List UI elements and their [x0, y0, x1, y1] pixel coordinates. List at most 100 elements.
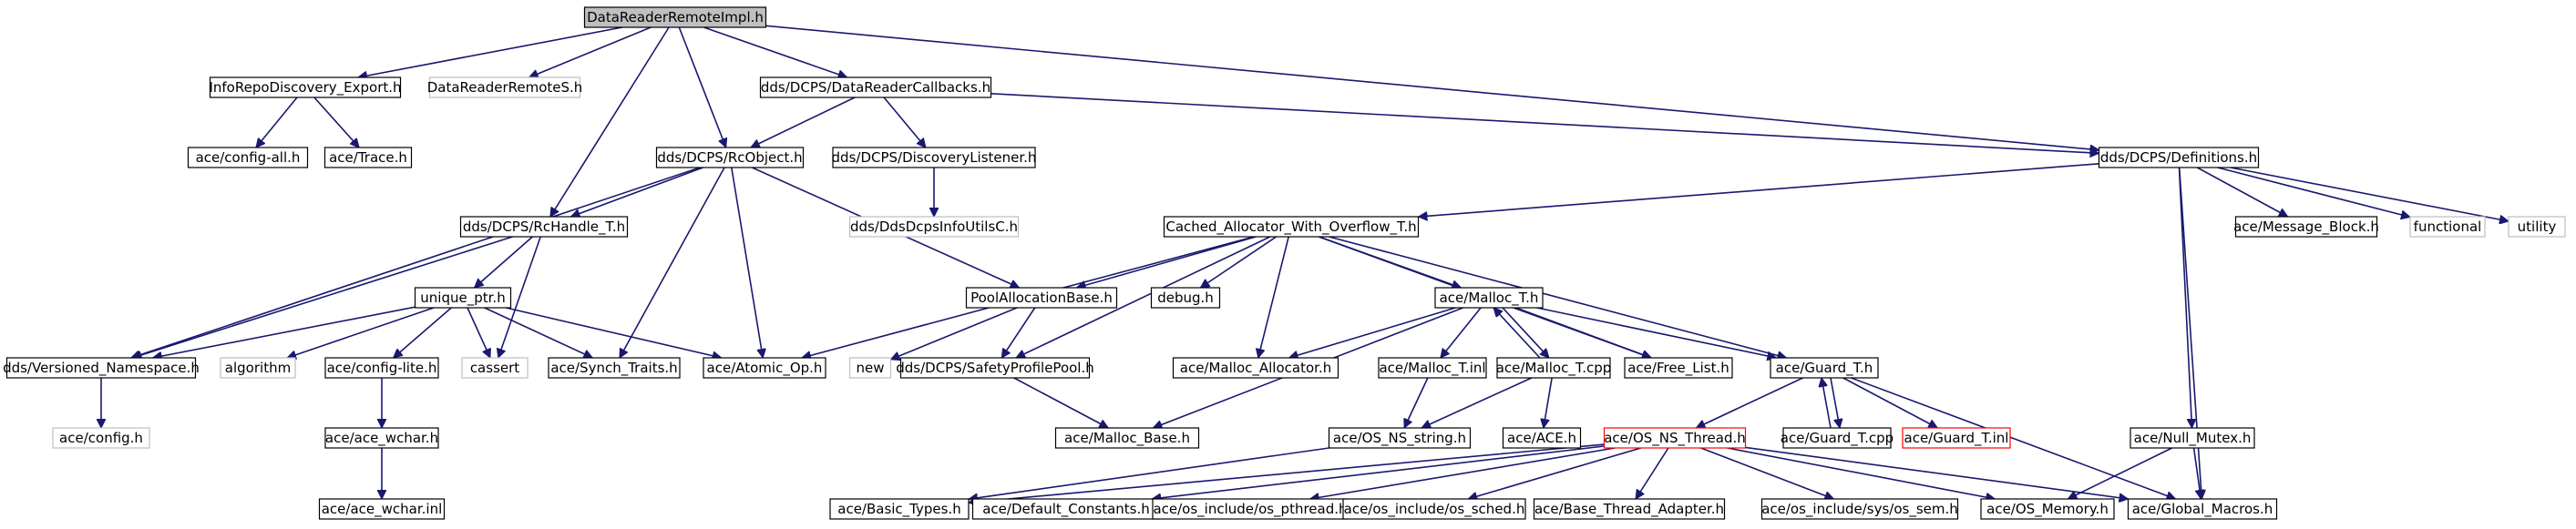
- node-mallocalloc[interactable]: ace/Malloc_Allocator.h: [1172, 357, 1339, 379]
- node-disclist[interactable]: dds/DCPS/DiscoveryListener.h: [832, 147, 1037, 168]
- node-malloctcpp[interactable]: ace/Malloc_T.cpp: [1496, 357, 1612, 379]
- node-box: [1603, 427, 1747, 449]
- node-osnsthread[interactable]: ace/OS_NS_Thread.h: [1603, 427, 1747, 449]
- node-box: [459, 216, 629, 238]
- node-defs[interactable]: dds/DCPS/Definitions.h: [2098, 147, 2260, 168]
- node-cfgall[interactable]: ace/config-all.h: [187, 147, 309, 168]
- node-box: [318, 498, 446, 520]
- edge-nullmutex-to-osmem: [2068, 447, 2172, 500]
- edge-defs-to-cawo: [1419, 163, 2099, 217]
- node-label: dds/DCPS/SafetyProfilePool.h: [896, 360, 1094, 376]
- node-label: ace/Malloc_Allocator.h: [1180, 360, 1331, 377]
- node-box: [829, 498, 970, 520]
- node-root[interactable]: DataReaderRemoteImpl.h: [583, 6, 767, 28]
- node-label: ace/Base_Thread_Adapter.h: [1534, 501, 1724, 518]
- edge-guardt-to-guardtcpp: [1830, 377, 1840, 428]
- node-bta[interactable]: ace/Base_Thread_Adapter.h: [1533, 498, 1726, 520]
- node-box: [1496, 357, 1611, 379]
- node-label: ace/Malloc_T.inl: [1379, 360, 1485, 377]
- node-debug[interactable]: debug.h: [1150, 287, 1221, 309]
- node-box: [1502, 427, 1582, 449]
- node-label: DataReaderRemoteS.h: [427, 79, 583, 96]
- node-label: ace/Free_List.h: [1627, 360, 1729, 377]
- node-synch[interactable]: ace/Synch_Traits.h: [548, 357, 681, 379]
- node-box: [2234, 216, 2378, 238]
- node-box: [209, 76, 402, 98]
- node-drcb[interactable]: dds/DCPS/DataReaderCallbacks.h: [759, 76, 992, 98]
- node-box: [848, 216, 1020, 238]
- node-label: ace/Malloc_T.cpp: [1496, 360, 1612, 377]
- edge-osnsthread-to-ospthread: [1310, 447, 1616, 499]
- node-algorithm: algorithm: [220, 357, 296, 379]
- node-label: ace/os_include/sys/os_sem.h: [1761, 501, 1958, 518]
- node-aceh[interactable]: ace/ACE.h: [1502, 427, 1582, 449]
- node-label: dds/Versioned_Namespace.h: [3, 360, 200, 377]
- edge-uniqptr-to-synch: [484, 307, 593, 358]
- node-label: ace/os_include/os_pthread.h: [1153, 501, 1347, 518]
- node-ospthread[interactable]: ace/os_include/os_pthread.h: [1152, 498, 1349, 520]
- node-mallocbase[interactable]: ace/Malloc_Base.h: [1054, 427, 1200, 449]
- edge-layer: [101, 25, 2509, 503]
- node-label: ace/OS_NS_Thread.h: [1604, 430, 1746, 447]
- node-spp[interactable]: dds/DCPS/SafetyProfilePool.h: [896, 357, 1094, 379]
- node-guardtcpp[interactable]: ace/Guard_T.cpp: [1781, 427, 1894, 449]
- node-uniqptr[interactable]: unique_ptr.h: [414, 287, 512, 309]
- edge-malloctcpp-to-malloct: [1493, 308, 1541, 359]
- edge-rcobj-to-atomic: [731, 167, 763, 358]
- node-nullmutex[interactable]: ace/Null_Mutex.h: [2130, 427, 2255, 449]
- node-label: ace/OS_NS_string.h: [1333, 430, 1466, 447]
- node-label: ace/OS_Memory.h: [1986, 501, 2109, 518]
- node-box: [1150, 287, 1221, 309]
- node-cfglite[interactable]: ace/config-lite.h: [324, 357, 439, 379]
- node-box: [548, 357, 681, 379]
- node-osnsstr[interactable]: ace/OS_NS_string.h: [1328, 427, 1472, 449]
- node-drrs: DataReaderRemoteS.h: [427, 76, 583, 98]
- node-label: ace/Guard_T.inl: [1904, 430, 2009, 447]
- edge-malloct-to-malloctinl: [1441, 307, 1482, 358]
- node-osmem[interactable]: ace/OS_Memory.h: [1980, 498, 2115, 520]
- node-label: ace/config-lite.h: [327, 360, 437, 376]
- node-vns[interactable]: dds/Versioned_Namespace.h: [3, 357, 200, 379]
- node-box: [52, 427, 150, 449]
- node-label: ace/config.h: [59, 430, 143, 446]
- node-label: ace/Basic_Types.h: [837, 501, 960, 518]
- node-box: [1163, 216, 1420, 238]
- node-malloctinl[interactable]: ace/Malloc_T.inl: [1378, 357, 1487, 379]
- node-basictypes[interactable]: ace/Basic_Types.h: [829, 498, 970, 520]
- node-wcharinl[interactable]: ace/ace_wchar.inl: [318, 498, 446, 520]
- node-label: ace/ace_wchar.h: [325, 430, 438, 447]
- node-guardtinl[interactable]: ace/Guard_T.inl: [1902, 427, 2011, 449]
- edge-osnsthread-to-ossched: [1468, 447, 1642, 499]
- node-cawo[interactable]: Cached_Allocator_With_Overflow_T.h: [1163, 216, 1420, 238]
- node-label: ace/Malloc_Base.h: [1064, 430, 1190, 447]
- edge-defs-to-utility: [2230, 167, 2509, 221]
- edge-defs-to-functional: [2217, 167, 2410, 217]
- node-malloct[interactable]: ace/Malloc_T.h: [1434, 287, 1544, 309]
- node-label: ace/Message_Block.h: [2233, 219, 2379, 236]
- node-guardt[interactable]: ace/Guard_T.h: [1770, 357, 1879, 379]
- node-box: [848, 357, 892, 379]
- node-globalmacros[interactable]: ace/Global_Macros.h: [2127, 498, 2278, 520]
- node-label: ace/Guard_T.cpp: [1781, 430, 1894, 447]
- node-box: [324, 427, 439, 449]
- node-defconst[interactable]: ace/Default_Constants.h: [971, 498, 1161, 520]
- edge-guardt-to-guardtinl: [1842, 377, 1938, 429]
- node-msgblock[interactable]: ace/Message_Block.h: [2233, 216, 2379, 238]
- node-ossem[interactable]: ace/os_include/sys/os_sem.h: [1760, 498, 1959, 520]
- node-box: [1902, 427, 2011, 449]
- node-label: ace/Malloc_T.h: [1440, 290, 1539, 307]
- node-ossched[interactable]: ace/os_include/os_sched.h: [1342, 498, 1526, 520]
- node-pab[interactable]: PoolAllocationBase.h: [965, 287, 1118, 309]
- node-utility: utility: [2508, 216, 2566, 238]
- node-rcobj[interactable]: dds/DCPS/RcObject.h: [655, 147, 805, 168]
- node-irde[interactable]: InfoRepoDiscovery_Export.h: [209, 76, 402, 98]
- node-rchandle[interactable]: dds/DCPS/RcHandle_T.h: [459, 216, 629, 238]
- node-wchar[interactable]: ace/ace_wchar.h: [324, 427, 439, 449]
- node-trace[interactable]: ace/Trace.h: [323, 147, 413, 168]
- node-atomic[interactable]: ace/Atomic_Op.h: [703, 357, 826, 379]
- node-label: dds/DdsDcpsInfoUtilsC.h: [850, 219, 1018, 235]
- node-functional: functional: [2409, 216, 2486, 238]
- node-freelist[interactable]: ace/Free_List.h: [1624, 357, 1733, 379]
- edge-drcb-to-rcobj: [751, 97, 856, 148]
